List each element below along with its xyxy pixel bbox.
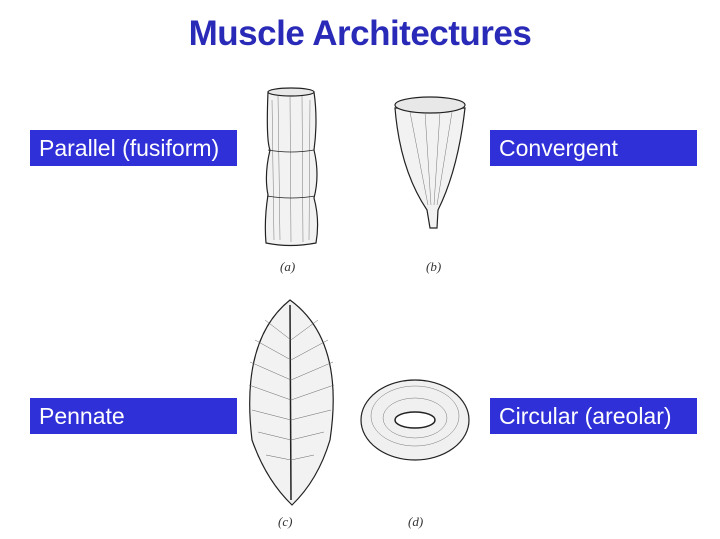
label-parallel: Parallel (fusiform) — [30, 130, 237, 166]
caption-c: (c) — [278, 514, 293, 529]
circular-muscle-figure — [360, 379, 470, 461]
label-convergent: Convergent — [490, 130, 697, 166]
slide-title: Muscle Architectures — [188, 14, 532, 53]
caption-b: (b) — [426, 259, 442, 274]
parallel-muscle-figure — [264, 87, 319, 247]
convergent-muscle-figure — [394, 96, 466, 229]
label-pennate: Pennate — [30, 398, 237, 434]
label-circular: Circular (areolar) — [490, 398, 697, 434]
pennate-muscle-figure — [248, 299, 335, 506]
caption-d: (d) — [408, 514, 424, 529]
caption-a: (a) — [280, 259, 296, 274]
